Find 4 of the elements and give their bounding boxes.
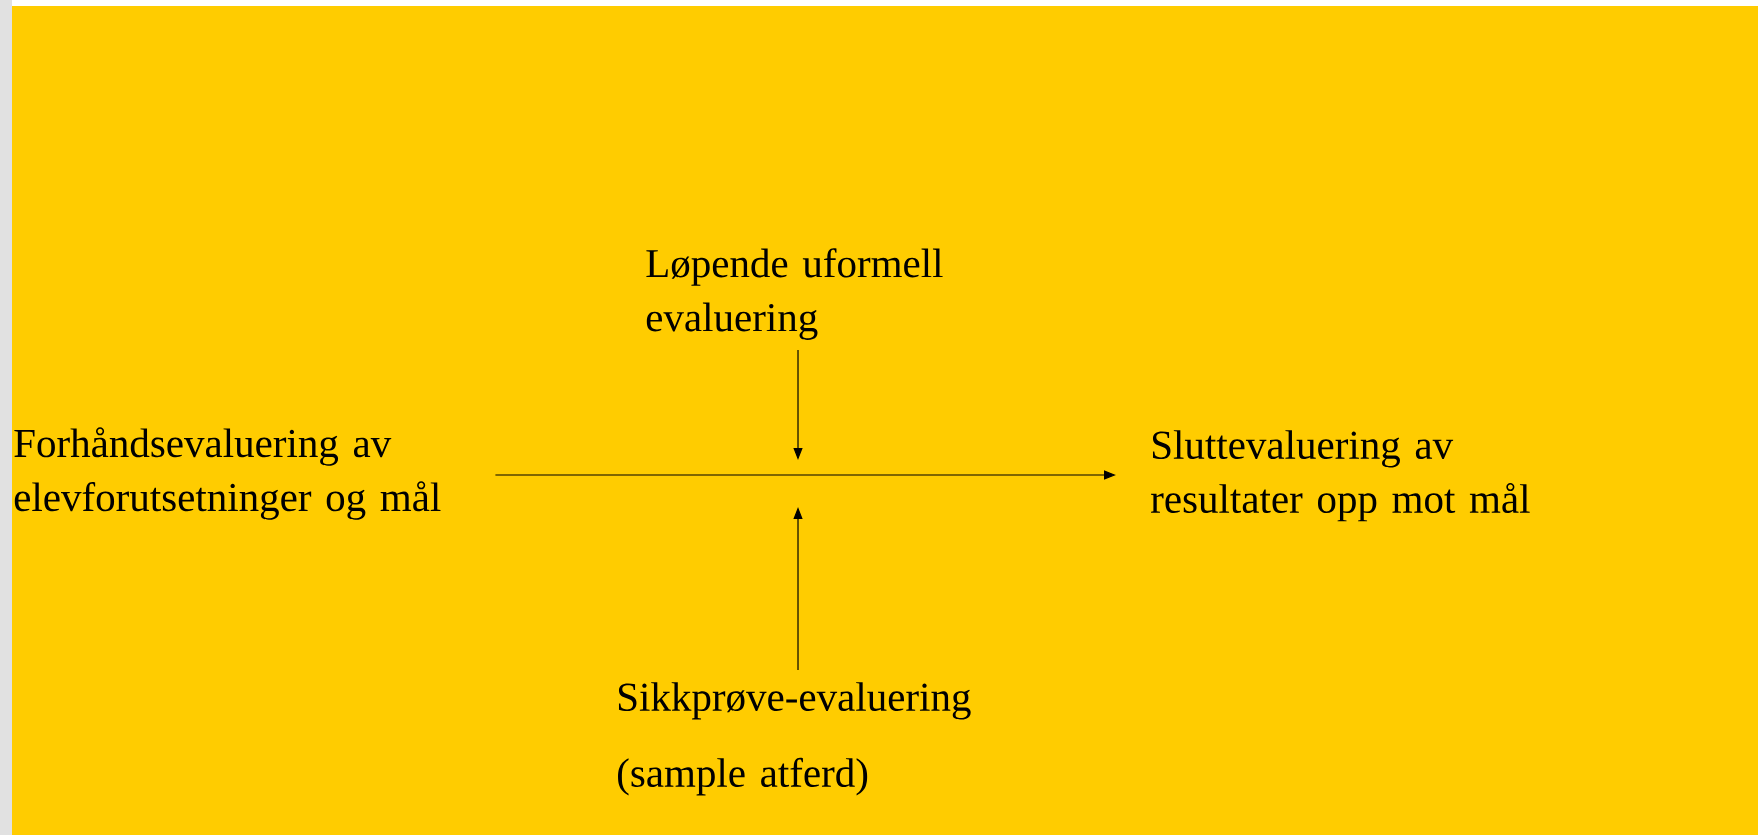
node-text: Løpende uformell evaluering: [646, 248, 943, 340]
node-text: Sluttevaluering av resultater opp mot mål: [1151, 430, 1530, 522]
node-text: Sikkprøve-evaluering (sample atferd): [618, 682, 971, 796]
node-text: Forhåndsevaluering av elevforutsetninger og mål: [14, 427, 441, 520]
